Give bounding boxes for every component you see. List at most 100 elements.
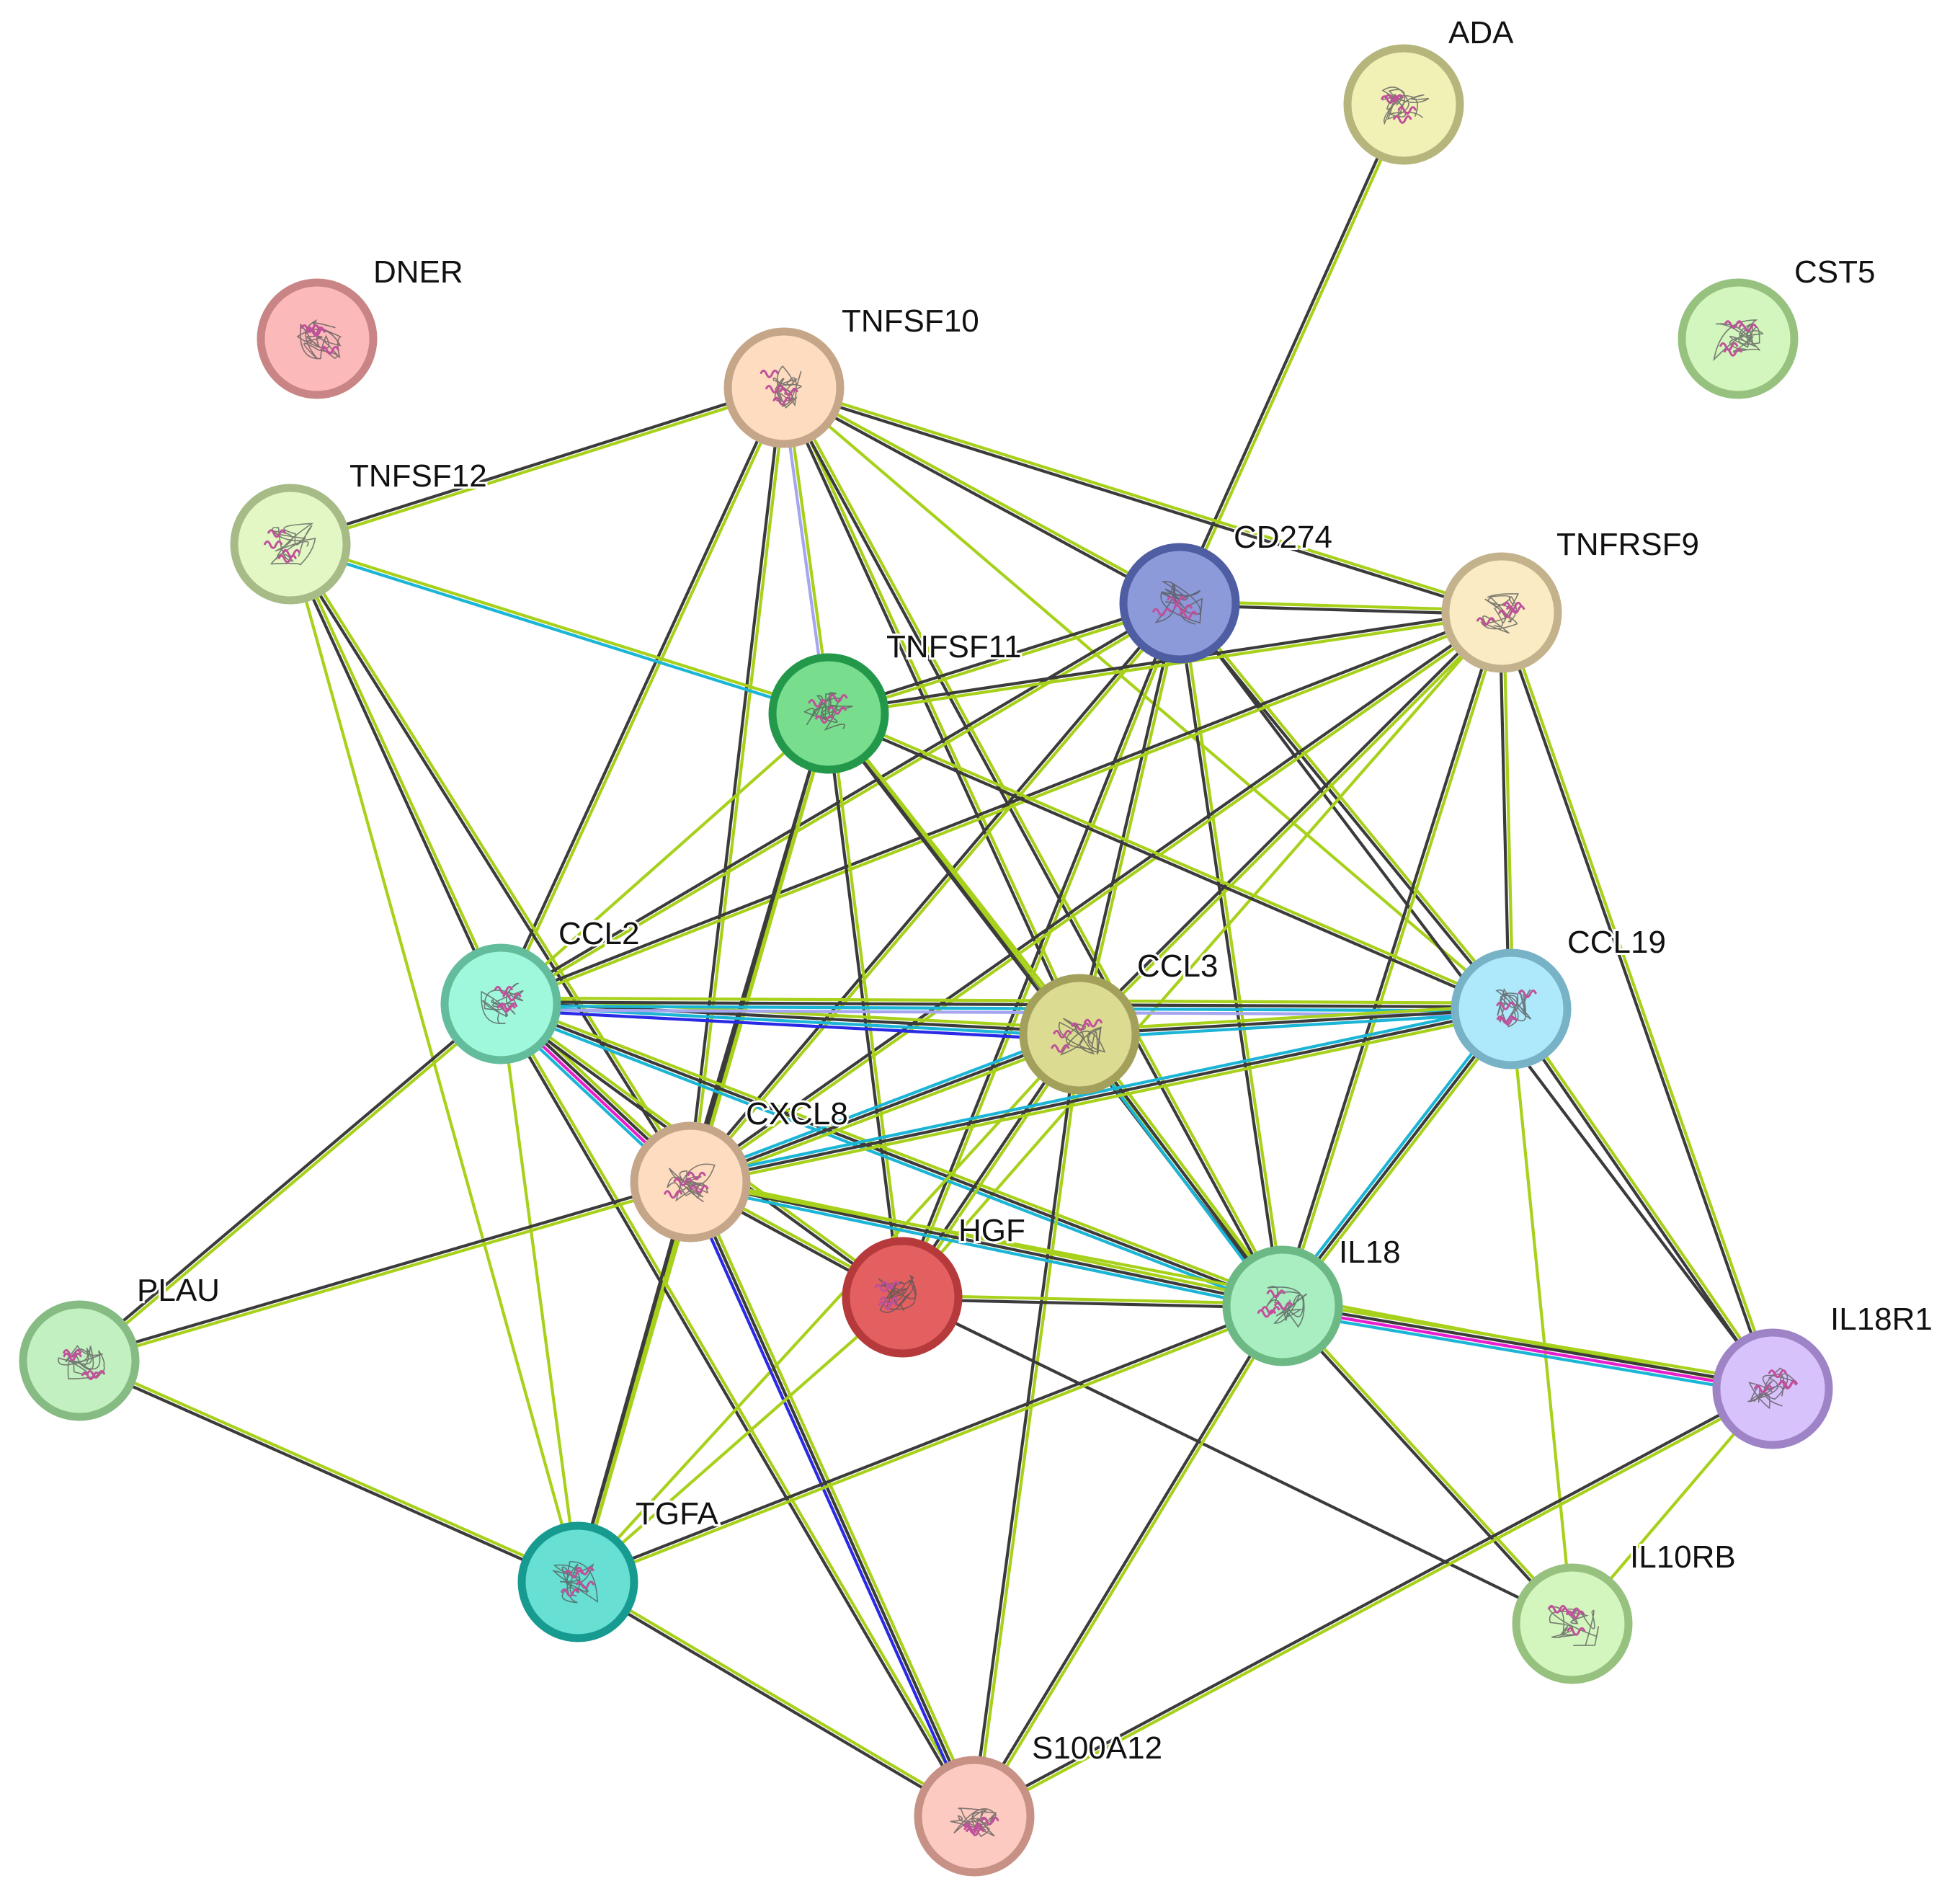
edge-strand-text-mining — [499, 996, 1513, 1005]
edge-ccl2-tgfa[interactable] — [499, 1002, 580, 1584]
edge-strand-coexpression — [287, 543, 690, 1185]
node-s100a12[interactable] — [914, 1756, 1035, 1877]
edge-tnfsf12-tnfsf11[interactable] — [288, 541, 831, 717]
edge-plau-tgfa[interactable] — [76, 1357, 581, 1586]
edge-strand-text-mining — [500, 998, 1286, 1304]
protein-structure-icon — [1152, 581, 1203, 625]
edge-ccl3-cxcl8[interactable] — [687, 1028, 1083, 1188]
edge-cxcl8-s100a12[interactable] — [685, 1178, 980, 1820]
node-label-il18: IL18 — [1339, 1235, 1401, 1270]
node-circle[interactable] — [230, 484, 351, 605]
node-hgf[interactable] — [842, 1237, 963, 1358]
edge-cd274-il18[interactable] — [1176, 601, 1286, 1308]
edge-strand-curated-db — [687, 1184, 1283, 1312]
edge-tgfa-s100a12[interactable] — [575, 1578, 977, 1820]
node-cd274[interactable] — [1119, 543, 1240, 664]
edge-cxcl8-plau[interactable] — [77, 1178, 692, 1364]
edge-hgf-il10rb[interactable] — [900, 1295, 1574, 1626]
protein-structure-icon — [663, 1163, 716, 1203]
edge-strand-text-mining — [974, 1305, 1286, 1819]
edge-tnfsf10-tnfrsf9[interactable] — [782, 384, 1504, 616]
node-label-tnfrsf9: TNFRSF9 — [1556, 527, 1699, 562]
edge-strand-text-mining — [690, 613, 1505, 1186]
node-cst5[interactable] — [1678, 278, 1799, 399]
edge-tnfrsf9-ccl19[interactable] — [1498, 610, 1515, 1011]
edge-cd274-cxcl8[interactable] — [687, 600, 1183, 1185]
edge-ccl2-plau[interactable] — [76, 1000, 504, 1364]
edge-strand-cooccurrence — [499, 1008, 1081, 1042]
node-label-il10rb: IL10RB — [1630, 1539, 1736, 1575]
protein-structure-icon — [760, 365, 803, 409]
edge-tnfsf12-ccl2[interactable] — [287, 541, 504, 1007]
node-tgfa[interactable] — [517, 1521, 638, 1642]
edge-tnfsf10-ccl19[interactable] — [782, 386, 1513, 1011]
edge-strand-text-mining — [974, 1033, 1083, 1818]
node-tnfsf11[interactable] — [768, 653, 889, 774]
node-plau[interactable] — [19, 1300, 140, 1421]
edge-tnfrsf9-ccl3[interactable] — [1076, 609, 1505, 1038]
edge-ccl3-s100a12[interactable] — [971, 1032, 1083, 1818]
protein-structure-icon — [1380, 86, 1430, 125]
edge-strand-text-mining — [784, 385, 1083, 1035]
edge-tnfsf10-cd274[interactable] — [781, 384, 1182, 607]
edge-ccl3-tgfa[interactable] — [576, 1032, 1082, 1584]
node-label-ccl3: CCL3 — [1137, 948, 1219, 984]
edge-hgf-il18[interactable] — [900, 1294, 1285, 1310]
node-circle[interactable] — [842, 1237, 963, 1358]
edge-cd274-ccl3[interactable] — [1076, 601, 1183, 1036]
edge-tnfsf10-cxcl8[interactable] — [687, 386, 788, 1184]
edge-ccl19-il18[interactable] — [1278, 1005, 1516, 1310]
edge-tnfrsf9-il18r1[interactable] — [1498, 610, 1776, 1392]
edge-strand-coexpression — [688, 1007, 1513, 1184]
node-ccl3[interactable] — [1019, 974, 1140, 1095]
edge-ccl19-il10rb[interactable] — [1509, 1007, 1574, 1626]
node-il18r1[interactable] — [1712, 1328, 1833, 1449]
edge-strand-text-mining — [289, 541, 831, 713]
edge-ccl19-cxcl8[interactable] — [687, 1003, 1514, 1188]
edge-tnfsf10-il18[interactable] — [780, 385, 1286, 1309]
node-ccl19[interactable] — [1451, 948, 1572, 1070]
edge-strand-coexpression — [688, 1032, 1082, 1184]
node-tnfsf10[interactable] — [723, 327, 845, 448]
edge-il18-il18r1[interactable] — [1280, 1298, 1776, 1397]
edge-strand-coexpression — [77, 1178, 692, 1361]
edge-tnfrsf9-hgf[interactable] — [900, 610, 1504, 1299]
node-cxcl8[interactable] — [630, 1121, 751, 1242]
node-tnfsf12[interactable] — [230, 484, 351, 605]
edge-il18-s100a12[interactable] — [971, 1303, 1286, 1819]
edge-tnfsf10-tnfsf12[interactable] — [288, 384, 786, 548]
node-circle[interactable] — [1512, 1563, 1633, 1684]
edge-tnfrsf9-ccl2[interactable] — [498, 609, 1505, 1008]
protein-structure-icon — [1713, 319, 1764, 362]
edge-tnfrsf9-cxcl8[interactable] — [687, 609, 1505, 1186]
edge-il18r1-s100a12[interactable] — [971, 1385, 1776, 1820]
edge-tnfsf10-ccl3[interactable] — [780, 385, 1083, 1037]
edge-cd274-tnfsf11[interactable] — [827, 600, 1182, 717]
edge-ccl3-ccl19[interactable] — [1077, 1003, 1513, 1040]
edge-ccl2-il18[interactable] — [497, 998, 1286, 1312]
edge-strand-coexpression — [688, 1180, 1285, 1308]
edge-tnfsf11-ccl19[interactable] — [826, 710, 1514, 1013]
edge-strand-curated-db — [499, 1004, 1513, 1013]
edge-il18-il10rb[interactable] — [1279, 1303, 1576, 1627]
edge-hgf-tgfa[interactable] — [576, 1295, 904, 1584]
node-il18[interactable] — [1222, 1245, 1343, 1366]
node-tnfrsf9[interactable] — [1441, 552, 1562, 673]
edge-cxcl8-tgfa[interactable] — [574, 1180, 694, 1584]
node-il10rb[interactable] — [1512, 1563, 1633, 1684]
edge-il18-tgfa[interactable] — [575, 1302, 1286, 1586]
edge-tnfsf12-cxcl8[interactable] — [287, 541, 694, 1185]
node-ccl2[interactable] — [440, 943, 561, 1064]
node-circle[interactable] — [1222, 1245, 1343, 1366]
node-dner[interactable] — [257, 278, 378, 399]
edge-strand-coexpression — [499, 1000, 1513, 1009]
node-circle[interactable] — [1451, 948, 1572, 1070]
edge-tnfsf11-ccl2[interactable] — [499, 711, 831, 1006]
edge-strand-text-mining — [900, 610, 1504, 1299]
edge-strand-text-mining — [1511, 1006, 1776, 1390]
edge-tnfsf10-ccl2[interactable] — [497, 385, 788, 1007]
edge-strand-text-mining — [690, 603, 1183, 1185]
edge-ccl19-il18r1[interactable] — [1507, 1006, 1776, 1392]
node-ada[interactable] — [1343, 44, 1464, 165]
